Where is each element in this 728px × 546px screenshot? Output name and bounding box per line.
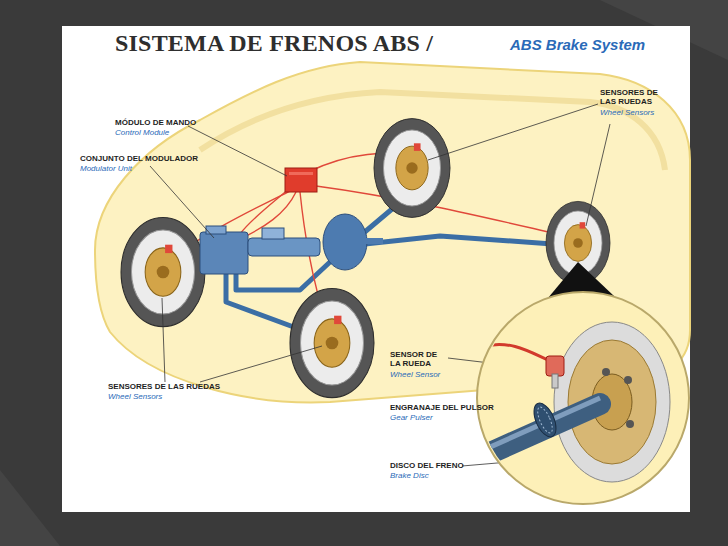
wheel-part (384, 130, 441, 206)
brake-lines-part (365, 236, 566, 245)
leader-lines-part (188, 126, 287, 176)
detail-parts-part (602, 368, 610, 376)
leader-lines-part (200, 346, 322, 382)
wheel-part (374, 119, 450, 218)
wheel-part (301, 301, 364, 385)
wheel (290, 288, 374, 397)
detail-inset-part (477, 292, 689, 504)
wheel-part (314, 319, 350, 367)
wheel-part (396, 146, 428, 190)
detail-parts-part (552, 374, 558, 388)
part-name: MÓDULO DE MANDO (115, 118, 225, 127)
modulator-unit-part (365, 238, 383, 244)
leader-lines (150, 104, 610, 466)
wheel-part (334, 316, 341, 324)
part-name-english: Brake Disc (390, 471, 480, 480)
part-name: SENSOR DE LA RUEDA (390, 350, 448, 368)
part-name: DISCO DEL FRENO (390, 461, 490, 470)
part-name: SENSORES DE LAS RUEDAS (108, 382, 238, 391)
leader-lines-part (162, 298, 165, 382)
wheel-part (121, 217, 205, 326)
part-name-english: Wheel Sensor (390, 370, 470, 379)
detail-parts-part (626, 420, 634, 428)
detail-parts-part (486, 344, 548, 360)
brake-lines (172, 180, 566, 336)
wheel-part (165, 245, 172, 253)
modulator-unit-part (200, 232, 248, 274)
wheel-part (145, 248, 181, 296)
part-name: SENSORES DE LAS RUEDAS (600, 88, 670, 106)
leader-lines-part (428, 104, 598, 160)
part-name-english: Gear Pulser (390, 413, 480, 422)
wheel-part (326, 337, 339, 350)
detail-parts-part (546, 356, 564, 376)
wheel-part (580, 222, 586, 228)
wheel-part (406, 162, 417, 173)
wheel-part (573, 238, 583, 248)
wheel (121, 217, 205, 326)
detail-parts-part (624, 376, 632, 384)
title: SISTEMA DE FRENOS ABS / (115, 30, 433, 57)
part-name: CONJUNTO DEL MODULADOR (80, 154, 210, 163)
wheel-part (132, 230, 195, 314)
control-module-part (285, 168, 317, 192)
control-module-part (289, 172, 313, 175)
wheel (374, 119, 450, 218)
part-name-english: Modulator Unit (80, 164, 210, 173)
modulator-unit (200, 214, 383, 274)
modulator-unit-part (323, 214, 367, 270)
detail-parts-part (535, 405, 556, 435)
sensor-wires (170, 154, 575, 328)
leader-lines-part (150, 166, 214, 238)
part-name-english: Control Module (115, 128, 225, 137)
wheel-part (414, 143, 421, 151)
slide-decoration-part (62, 26, 690, 512)
detail-parts (470, 322, 670, 482)
part-name: ENGRANAJE DEL PULSOR (390, 403, 500, 412)
modulator-unit-part (262, 228, 284, 239)
control-module (285, 168, 317, 192)
detail-parts-part (554, 322, 670, 482)
part-name-english: Wheel Sensors (108, 392, 238, 401)
part-name-english: Wheel Sensors (600, 108, 680, 117)
wheel-part (157, 266, 170, 279)
wheel-part (290, 288, 374, 397)
part-name-english: ABS Brake System (510, 36, 680, 53)
leader-lines-part (586, 124, 610, 226)
slide-decoration-part (0, 470, 60, 546)
wheel-part (564, 225, 591, 262)
detail-inset (470, 292, 689, 504)
detail-parts-part (529, 400, 560, 440)
modulator-unit-part (248, 238, 320, 256)
